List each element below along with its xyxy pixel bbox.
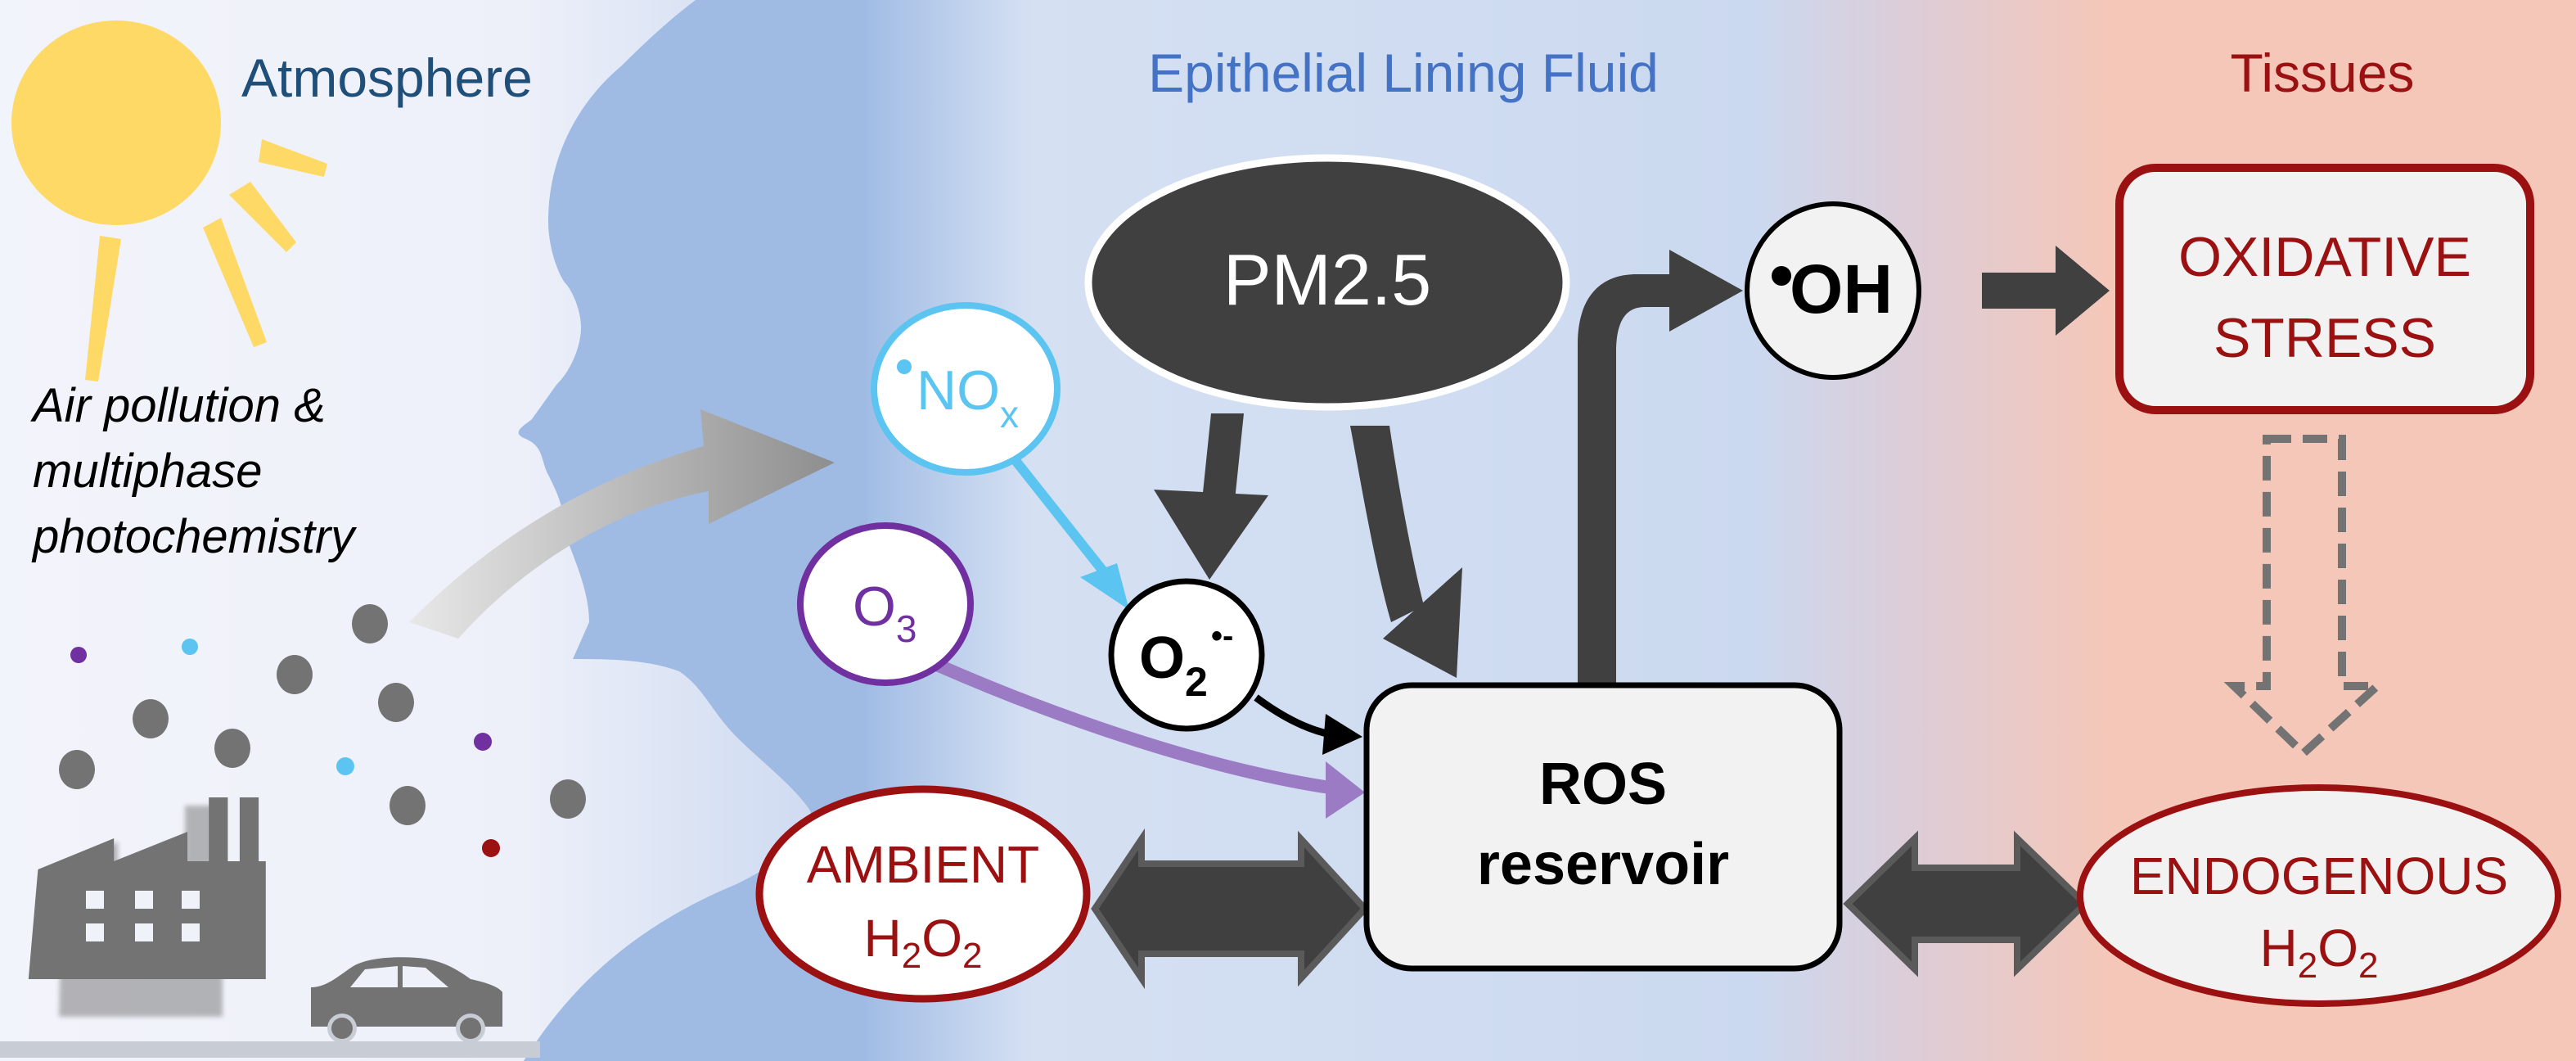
particle-pm [277,655,313,694]
oxidative-label: OXIDATIVE [2178,226,2471,288]
ground-line [0,1041,540,1058]
atmosphere-title: Atmosphere [241,47,533,108]
caption-line: multiphase [33,445,262,498]
o3-main: O [853,576,896,638]
o3-node[interactable]: O3 [797,522,974,686]
nox-to-superoxide-arrow [1007,451,1129,610]
superoxide-node[interactable]: O2 •- [1108,578,1265,732]
particle-pm [352,604,388,643]
nox-node[interactable]: NOx [871,302,1061,476]
caption-line: photochemistry [31,510,357,563]
epithelial-title: Epithelial Lining Fluid [1148,43,1659,103]
h-symbol: H [864,909,902,968]
radical-dot-icon [1772,266,1791,286]
stress-label: STRESS [2213,307,2436,369]
o-symbol: O [2317,919,2358,977]
hydroxyl-node[interactable]: OH [1745,201,1921,380]
particle-pm [133,699,169,738]
ros-sub-label: reservoir [1477,832,1729,897]
pollutant-particles [59,604,586,857]
ambient-h2o2-node[interactable]: AMBIENT H2O2 [755,785,1091,1003]
radical-dot-icon [897,359,912,374]
particle-h2o2 [482,839,500,857]
superoxide-label: O2 [1139,625,1208,705]
pm25-label: PM2.5 [1223,239,1431,320]
h-symbol: H [2260,919,2298,977]
superoxide-sup: •- [1211,618,1233,654]
endogenous-h2o2-node[interactable]: ENDOGENOUS H2O2 [2077,784,2561,1007]
endogenous-label: ENDOGENOUS [2130,847,2508,905]
nox-sub: x [1000,393,1019,436]
particle-nox [182,639,198,655]
particle-nox [336,757,354,775]
particle-pm [378,683,414,722]
particle-pm [214,729,250,768]
atmosphere-caption: Air pollution & multiphase photochemistr… [30,379,357,563]
o3-to-ros-arrow [934,658,1365,819]
factory-icon [28,797,266,1017]
sun-icon [11,20,327,382]
endogenous-h2o2-formula: H2O2 [2260,919,2379,986]
head-silhouette-icon [518,0,867,1061]
oxidative-stress-node[interactable]: OXIDATIVE STRESS [2115,164,2534,414]
particle-o3 [474,733,492,751]
h-subscript: 2 [2298,946,2317,986]
pm-to-ros-arrow [1350,426,1462,678]
particle-pm [390,786,426,825]
ambient-h2o2-formula: H2O2 [864,909,983,976]
o3-label: O3 [853,576,917,650]
oh-to-oxidative-stress-arrow [1982,246,2110,336]
ros-to-oh-arrow [1578,250,1743,684]
oh-label: OH [1790,251,1893,327]
particle-pm [59,750,95,789]
car-icon [311,957,502,1043]
particle-o3 [70,647,87,663]
nox-main: NO [916,359,1000,422]
superoxide-sub: 2 [1185,659,1208,705]
ambient-label: AMBIENT [807,835,1039,894]
o-subscript: 2 [2358,946,2378,986]
tissues-title: Tissues [2231,43,2415,103]
o3-sub: 3 [896,607,917,650]
pm25-node[interactable]: PM2.5 [1084,154,1570,411]
o-subscript: 2 [962,936,982,976]
h-subscript: 2 [902,936,921,976]
superoxide-to-ros-arrow [1254,694,1362,755]
superoxide-main: O [1139,625,1185,691]
ros-label: ROS [1539,752,1667,817]
particle-pm [550,779,586,819]
ros-reservoir-node[interactable]: ROS reservoir [1363,682,1843,972]
caption-line: Air pollution & [30,379,326,432]
pm-to-superoxide-arrow [1154,413,1268,580]
nox-label: NOx [916,359,1019,436]
oxidative-to-endogenous-dashed-arrow [2223,435,2388,759]
inhalation-arrow-icon [409,409,835,639]
o-symbol: O [921,909,962,968]
